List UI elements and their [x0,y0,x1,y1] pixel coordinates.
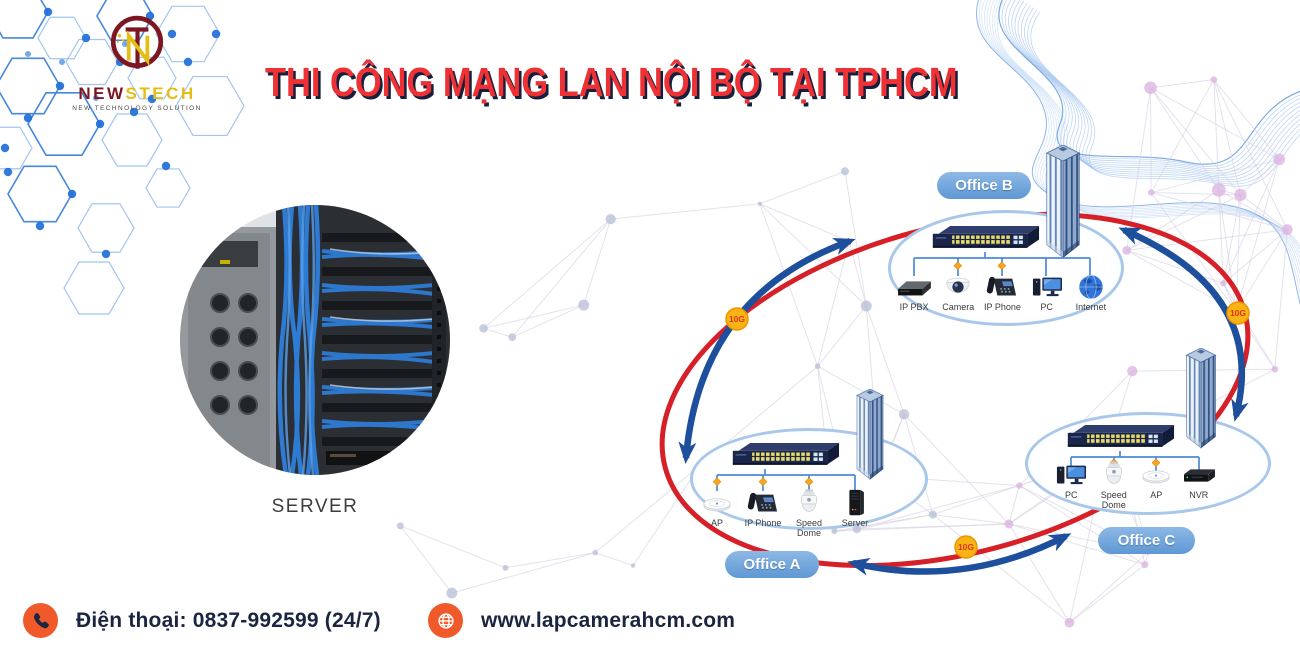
device-speed-dome: Speed Dome [787,488,831,538]
office-b-badge: Office B [937,172,1031,199]
office-a-devices: AP IP Phone Speed Dome Server [694,488,878,538]
ip-phone-icon [744,488,782,518]
contact-website: www.lapcamerahcm.com [428,603,735,638]
pc-icon [1028,272,1066,302]
phone-icon [23,603,58,638]
device-label: IP Phone [744,518,782,528]
website-text: www.lapcamerahcm.com [481,608,736,632]
device-speed-dome: Speed Dome [1093,460,1136,510]
office-c-badge: Office C [1098,527,1195,554]
page-title-text: THI CÔNG MẠNG LAN NỘI BỘ TẠI TPHCM [264,58,958,105]
office-c-devices: PC Speed Dome AP NVR [1050,460,1220,510]
office-c-building [1170,348,1232,451]
office-b-lan-cables [913,252,1091,276]
link-speed-badge: 10G [1226,301,1250,325]
office-a-lan-cables [712,469,856,491]
logo-word-new: NEW [78,84,126,103]
device-nvr: NVR [1178,460,1221,510]
ip-pbx-icon [895,272,933,302]
device-label: Server [841,518,869,528]
device-ip-phone: IP Phone [980,272,1024,313]
device-internet: Internet [1069,272,1113,313]
device-label: NVR [1189,490,1209,500]
blue-arrow-b-c [1118,227,1249,422]
server-tower-icon [836,488,874,518]
device-label: Internet [1075,302,1107,312]
office-a-badge: Office A [725,551,819,578]
phone-number-text: Điện thoại: 0837-992599 (24/7) [76,608,381,632]
globe-icon [428,603,463,638]
newstech-logo: NEWSTECH NEW TECHNOLOGY SOLUTION [72,14,202,112]
device-server: Server [833,488,877,538]
device-ip-phone: IP Phone [741,488,785,538]
device-camera: Camera [936,272,980,313]
office-a-switch [730,442,840,471]
device-label: AP [710,518,723,528]
internet-globe-icon [1072,272,1110,302]
newstech-monogram-icon [110,15,164,69]
device-label: IP Phone [984,302,1021,312]
server-rack-photo [180,205,450,475]
blue-arrow-c-a [847,533,1072,576]
device-label: Speed Dome [1100,490,1127,510]
device-label: AP [1150,490,1163,500]
office-c-group: PC Speed Dome AP NVR Office C [1020,340,1280,555]
device-pc: PC [1025,272,1069,313]
access-point-icon [1137,460,1175,490]
link-speed-badge: 10G [954,535,978,559]
device-label: PC [1040,302,1053,312]
office-b-devices: IP PBX Camera IP Phone PC Internet [892,272,1113,313]
device-ap: AP [695,488,739,538]
device-label: Speed Dome [795,518,823,538]
device-pc: PC [1050,460,1093,510]
svg-text:10G: 10G [729,314,745,324]
office-a-group: AP IP Phone Speed Dome Server Office A [680,385,930,585]
office-b-group: Office B IP PBX Camera IP Phone [880,145,1125,330]
device-label: PC [1064,490,1078,500]
dome-camera-icon [939,272,977,302]
server-photo-caption: SERVER [271,496,359,517]
device-ap: AP [1135,460,1178,510]
office-b-switch [930,225,1040,254]
link-speed-badge: 10G [725,307,749,331]
ip-phone-icon [983,272,1021,302]
pc-icon [1052,460,1090,490]
device-label: Camera [942,302,975,312]
server-rack-illustration [180,205,450,475]
device-label: IP PBX [899,302,929,312]
svg-text:10G: 10G [1230,308,1246,318]
office-c-switch [1065,424,1175,453]
logo-wordmark: NEWSTECH [72,85,202,103]
contact-phone: Điện thoại: 0837-992599 (24/7) [23,603,381,638]
access-point-icon [698,488,736,518]
page-title: THI CÔNG MẠNG LAN NỘI BỘ TẠI TPHCM [252,56,970,108]
nvr-icon [1180,460,1218,490]
speed-dome-camera-icon [1095,460,1133,490]
svg-text:10G: 10G [958,542,974,552]
device-ip-pbx: IP PBX [892,272,936,313]
logo-tagline: NEW TECHNOLOGY SOLUTION [72,105,202,112]
logo-word-stech: STECH [125,84,196,103]
speed-dome-camera-icon [790,488,828,518]
